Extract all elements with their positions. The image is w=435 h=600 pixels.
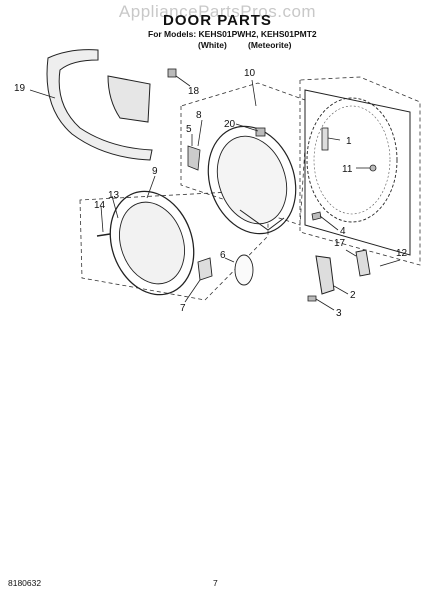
part-10-latch-bracket (239, 209, 285, 231)
callout-20: 20 (224, 119, 236, 130)
callout-3: 3 (336, 308, 342, 319)
callout-17: 17 (334, 238, 346, 249)
part-11-screw (369, 164, 377, 172)
part-18-screw (167, 68, 177, 78)
callout-2: 2 (350, 290, 356, 301)
callout-14: 14 (94, 200, 106, 211)
callout-11: 11 (342, 164, 353, 175)
callout-19: 19 (14, 83, 26, 94)
part-20-clip (255, 127, 266, 137)
callout-8: 8 (196, 110, 202, 121)
leader-lines (29, 75, 401, 311)
callout-7: 7 (180, 303, 186, 314)
part-2-latch (315, 255, 335, 295)
callout-13: 13 (108, 190, 120, 201)
callout-1: 1 (346, 136, 352, 147)
callout-18: 18 (188, 86, 200, 97)
part-1-switch (321, 127, 329, 151)
callout-6: 6 (220, 250, 226, 261)
footer-page-number: 7 (213, 578, 218, 588)
part-17-strike (355, 249, 371, 277)
callout-4: 4 (340, 226, 346, 237)
callouts: 1 2 3 4 5 6 7 8 9 10 11 12 13 14 17 18 1… (14, 68, 408, 319)
callout-9: 9 (152, 166, 158, 177)
part-7-handle (197, 257, 213, 281)
watermark: AppliancePartsPros.com (118, 2, 317, 21)
page-title: DOOR PARTS (163, 12, 272, 29)
cabinet-opening-inner (313, 105, 391, 215)
part-19-hinge-side (107, 75, 151, 123)
variant-meteorite: (Meteorite) (248, 40, 292, 50)
callout-10: 10 (244, 68, 256, 79)
box-cabinet-front (299, 76, 421, 266)
callout-12: 12 (396, 248, 408, 259)
part-10-inner-glass (216, 135, 288, 225)
cabinet-front-panel (304, 89, 411, 256)
part-4-screw (311, 211, 322, 221)
part-6-cover (234, 254, 254, 286)
part-3-screw (307, 295, 317, 302)
callout-5: 5 (186, 124, 192, 135)
cabinet-opening (306, 97, 398, 223)
variant-white: (White) (198, 40, 227, 50)
part-5-hinge (187, 145, 201, 171)
part-9-outer-glass (119, 201, 185, 285)
part-10-inner-door (207, 125, 297, 235)
models-label: For Models: KEHS01PWH2, KEHS01PMT2 (148, 29, 317, 39)
part-14-screw (96, 233, 111, 237)
part-9-outer-door (109, 190, 195, 296)
part-19-trim-ring (46, 49, 153, 161)
footer-part-code: 8180632 (8, 578, 42, 588)
